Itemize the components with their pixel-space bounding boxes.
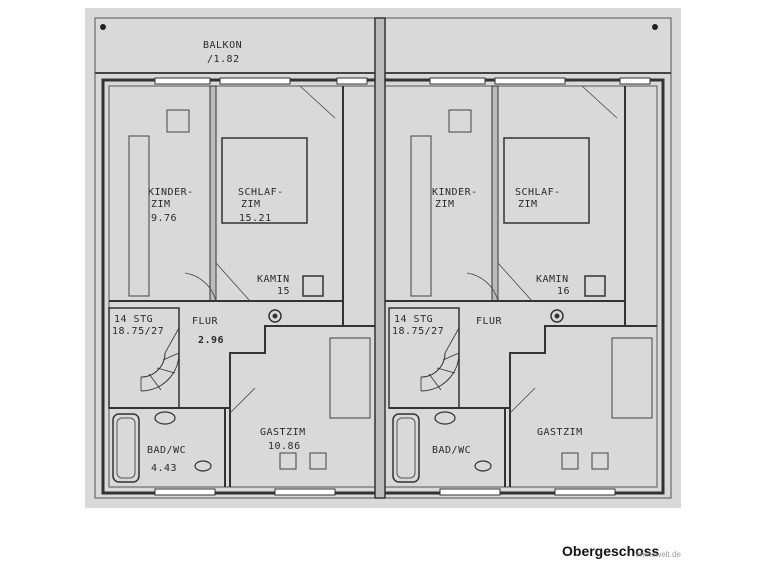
left-unit: KINDER- ZIM 9.76 SCHLAF- ZIM 15.21 KAMIN… [108, 85, 375, 487]
wall [209, 85, 217, 302]
kamin-value: 16 [557, 286, 570, 297]
stair-label-2: 18.75/27 [392, 326, 444, 337]
fireplace [302, 275, 324, 297]
floor-plan-drawing: KINDER- ZIM 9.76 SCHLAF- ZIM 15.21 KAMIN… [94, 17, 672, 499]
stair-arc [420, 352, 460, 392]
flur-area: 2.96 [198, 335, 224, 346]
bed [503, 137, 590, 224]
fireplace [584, 275, 606, 297]
bathtub-inner [116, 417, 136, 479]
toilet [474, 460, 492, 472]
party-wall [374, 17, 386, 499]
window [619, 77, 651, 85]
door-swing [497, 262, 533, 302]
stair-arc [420, 352, 446, 378]
kamin-value: 15 [277, 286, 290, 297]
kinder-area: 9.76 [151, 213, 177, 224]
door-swing [184, 263, 217, 302]
kamin-label: KAMIN [536, 274, 569, 285]
stair-label-1: 14 STG [114, 314, 153, 325]
bad-area: 4.43 [151, 463, 177, 474]
desk [448, 109, 472, 133]
floor-plan: KINDER- ZIM 9.76 SCHLAF- ZIM 15.21 KAMIN… [85, 8, 681, 508]
bathtub-inner [396, 417, 416, 479]
wardrobe [611, 337, 653, 419]
wall [491, 85, 499, 302]
nightstand [561, 452, 579, 470]
child-bed [410, 135, 432, 297]
door-swing [466, 263, 499, 302]
nightstand [309, 452, 327, 470]
stair-label-2: 18.75/27 [112, 326, 164, 337]
schlaf-label-2: ZIM [241, 199, 261, 210]
schlaf-label-2: ZIM [518, 199, 538, 210]
stair-label-1: 14 STG [394, 314, 433, 325]
schlaf-area: 15.21 [239, 213, 272, 224]
chimney-icon [268, 309, 282, 323]
bad-label: BAD/WC [432, 445, 471, 456]
stair-arc [140, 352, 166, 378]
window [554, 488, 616, 496]
door-swing [215, 262, 251, 302]
kamin-label: KAMIN [257, 274, 290, 285]
window [439, 488, 501, 496]
bathtub [392, 413, 420, 483]
bathtub [112, 413, 140, 483]
door-swing [229, 387, 256, 414]
right-unit: KINDER- ZIM SCHLAF- ZIM KAMIN 16 14 STG … [385, 85, 657, 487]
corner-dot [100, 24, 106, 30]
nightstand [279, 452, 297, 470]
schlaf-label-1: SCHLAF- [515, 187, 561, 198]
flur-label: FLUR [476, 316, 503, 327]
desk [166, 109, 190, 133]
corner-dot [652, 24, 658, 30]
gast-label: GASTZIM [260, 427, 306, 438]
child-bed [128, 135, 150, 297]
stair-arc [140, 352, 180, 392]
kinder-label-2: ZIM [151, 199, 171, 210]
window [219, 77, 291, 85]
nightstand [591, 452, 609, 470]
door-swing [299, 85, 336, 119]
bad-label: BAD/WC [147, 445, 186, 456]
balcony-area: /1.82 [207, 54, 240, 65]
kinder-label-2: ZIM [435, 199, 455, 210]
window [494, 77, 566, 85]
washbasin [434, 411, 456, 425]
gast-label: GASTZIM [537, 427, 583, 438]
bed [221, 137, 308, 224]
washbasin [154, 411, 176, 425]
flur-label: FLUR [192, 316, 219, 327]
kinder-label-1: KINDER- [148, 187, 194, 198]
gast-area: 10.86 [268, 441, 301, 452]
watermark: immowelt.de [636, 550, 681, 559]
window [154, 488, 216, 496]
chimney-icon [550, 309, 564, 323]
window [429, 77, 486, 85]
door-swing [581, 85, 618, 119]
balcony-label: BALKON [203, 40, 242, 51]
toilet [194, 460, 212, 472]
window [336, 77, 368, 85]
floor-caption: Obergeschoss [562, 543, 660, 559]
schlaf-label-1: SCHLAF- [238, 187, 284, 198]
kinder-label-1: KINDER- [432, 187, 478, 198]
window [274, 488, 336, 496]
door-swing [509, 387, 536, 414]
window [154, 77, 211, 85]
wardrobe [329, 337, 371, 419]
